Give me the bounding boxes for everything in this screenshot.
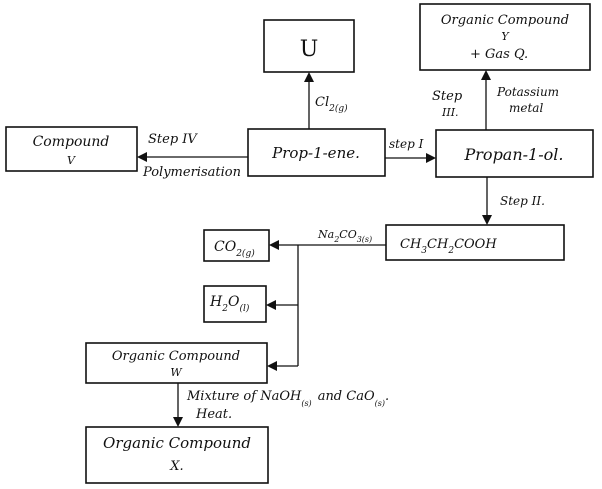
node-u-box	[263, 19, 355, 73]
arrowhead-y	[481, 70, 491, 80]
node-w-box	[85, 342, 268, 384]
arrowhead-propanol	[426, 153, 436, 163]
edge-step3-line1: Step	[432, 89, 463, 104]
node-acid-formula: CH3CH2COOH	[400, 237, 497, 256]
edge-step1-label: step I	[389, 137, 424, 151]
arrowhead-co2	[269, 240, 279, 250]
arrowhead-w	[267, 361, 277, 371]
edge-potassium-line1: Potassium	[496, 85, 559, 99]
node-propene-box	[247, 128, 386, 177]
node-co2-formula: CO2(g)	[214, 239, 255, 259]
node-x-line2: X.	[169, 459, 183, 474]
arrowhead-acid	[482, 215, 492, 225]
node-h2o-formula: H2O(l)	[209, 294, 250, 314]
arrowhead-v	[137, 152, 147, 162]
node-v-box	[5, 126, 138, 172]
node-propene-label: Prop-1-ene.	[271, 144, 360, 162]
node-u-label: U	[300, 37, 319, 62]
node-y-box	[419, 3, 591, 71]
arrowhead-u	[304, 72, 314, 82]
node-x-box	[85, 426, 269, 484]
edge-potassium-line2: metal	[509, 101, 543, 115]
edge-step2-label: Step II.	[500, 194, 545, 208]
node-h2o-box	[203, 285, 267, 323]
arrowhead-h2o	[266, 300, 276, 310]
edge-polymerisation-label: Polymerisation	[142, 165, 241, 180]
node-x-line1: Organic Compound	[103, 434, 251, 452]
node-propanol-label: Propan-1-ol.	[464, 145, 564, 164]
node-v-line1: Compound	[33, 134, 110, 150]
node-y-line3: + Gas Q.	[470, 47, 528, 62]
edge-mixture-line1: Mixture of NaOH(s)and CaO(s).	[186, 389, 389, 408]
node-y-line1: Organic Compound	[441, 13, 569, 28]
edge-cl2-label: Cl2(g)	[315, 95, 348, 114]
node-acid-box	[385, 224, 565, 261]
edge-na2co3-label: Na2CO3(s)	[317, 228, 372, 244]
node-v-line2: V	[67, 154, 76, 167]
arrowhead-x	[173, 417, 183, 427]
edge-step3-line2: III.	[441, 106, 459, 119]
edge-step4-label: Step IV	[148, 132, 198, 147]
edge-mixture-line2: Heat.	[195, 407, 232, 422]
node-w-line2: W	[170, 366, 183, 379]
node-w-line1: Organic Compound	[112, 349, 240, 364]
node-propanol-box	[435, 129, 594, 178]
node-co2-box	[203, 229, 270, 262]
node-y-line2: Y	[501, 30, 510, 43]
